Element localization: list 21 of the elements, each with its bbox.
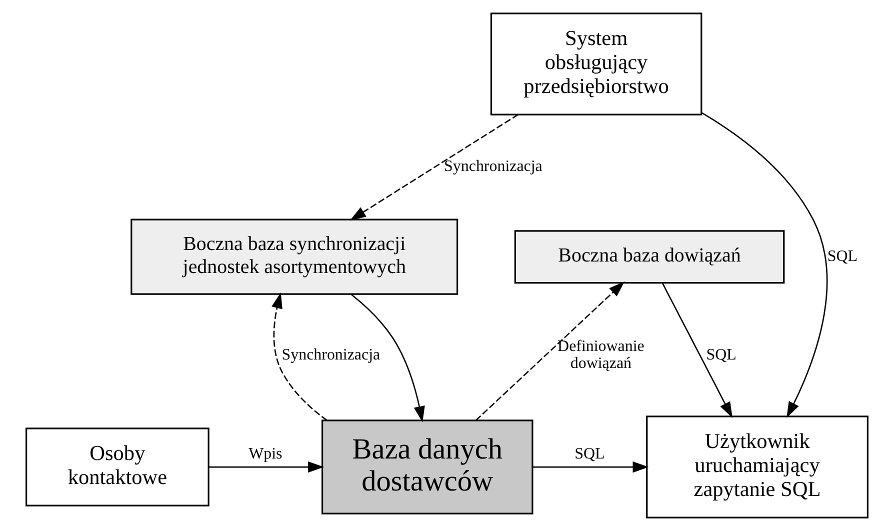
node-box: Użytkownik uruchamiający zapytanie SQL — [646, 416, 868, 518]
node-box: Boczna baza dowiązań — [514, 230, 784, 284]
edge-label: Wpis — [248, 446, 282, 463]
arrow — [475, 281, 624, 421]
edge-label: Definiowanie dowiązań — [557, 338, 644, 372]
arrow — [208, 461, 324, 473]
arrow — [349, 114, 518, 220]
arrow — [532, 461, 648, 473]
arrow — [661, 282, 732, 418]
node-box: Boczna baza synchronizacji jednostek asortymentowych — [130, 218, 458, 295]
edge-label: SQL — [706, 346, 736, 364]
arrow — [350, 294, 424, 422]
edge-label: SQL — [826, 248, 857, 265]
edge-label: Synchronizacja — [281, 346, 380, 364]
edge-label: Synchronizacja — [444, 158, 542, 176]
arrow — [701, 112, 828, 418]
node-box: System obsługujący przedsiębiorstwo — [490, 12, 702, 116]
node-box: Baza danych dostawców — [321, 420, 533, 514]
arrow — [271, 292, 327, 421]
node-box: Osoby kontaktowe — [25, 428, 209, 506]
edge-label: SQL — [574, 446, 604, 463]
